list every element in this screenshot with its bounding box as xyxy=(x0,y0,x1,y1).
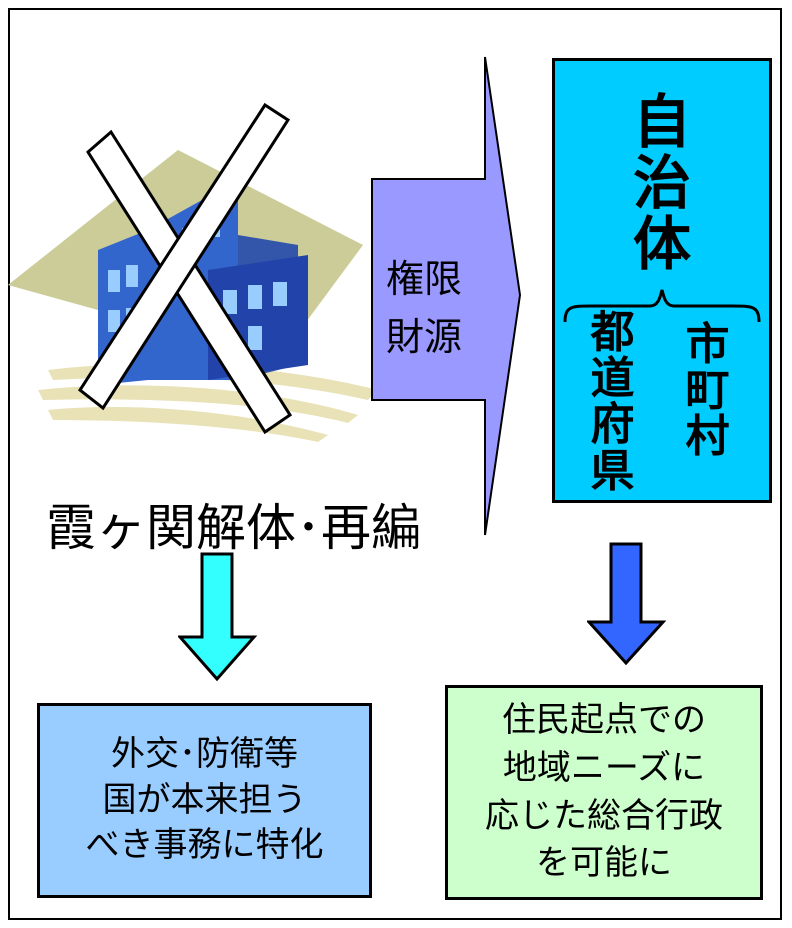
local-administration-line-2: 地域ニーズに xyxy=(502,747,706,788)
transfer-arrow xyxy=(371,56,522,536)
national-duties-line-3: べき事務に特化 xyxy=(85,825,324,866)
municipality-title: 自 治 体 xyxy=(632,88,691,278)
transfer-arrow-label-2: 財源 xyxy=(386,315,463,359)
right-down-arrow xyxy=(587,542,667,666)
brace-icon xyxy=(563,289,761,323)
transfer-arrow-label-1: 権限 xyxy=(386,257,463,301)
building-clipart xyxy=(8,102,378,442)
national-duties-box: 外交･防衛等 国が本来担う べき事務に特化 xyxy=(37,703,372,898)
local-administration-box: 住民起点での 地域ニーズに 応じた総合行政 を可能に xyxy=(445,685,763,900)
local-administration-line-1: 住民起点での xyxy=(502,700,706,741)
city-town-village-label: 市 町 村 xyxy=(685,319,730,463)
municipality-box xyxy=(552,58,772,503)
left-down-arrow xyxy=(178,552,258,682)
prefecture-label: 都 道 府 県 xyxy=(590,307,635,497)
national-duties-line-1: 外交･防衛等 xyxy=(111,733,298,774)
kasumigaseki-label: 霞ヶ関解体･再編 xyxy=(46,499,421,557)
local-administration-line-4: を可能に xyxy=(536,843,672,884)
national-duties-line-2: 国が本来担う xyxy=(102,779,307,820)
local-administration-line-3: 応じた総合行政 xyxy=(485,795,723,836)
